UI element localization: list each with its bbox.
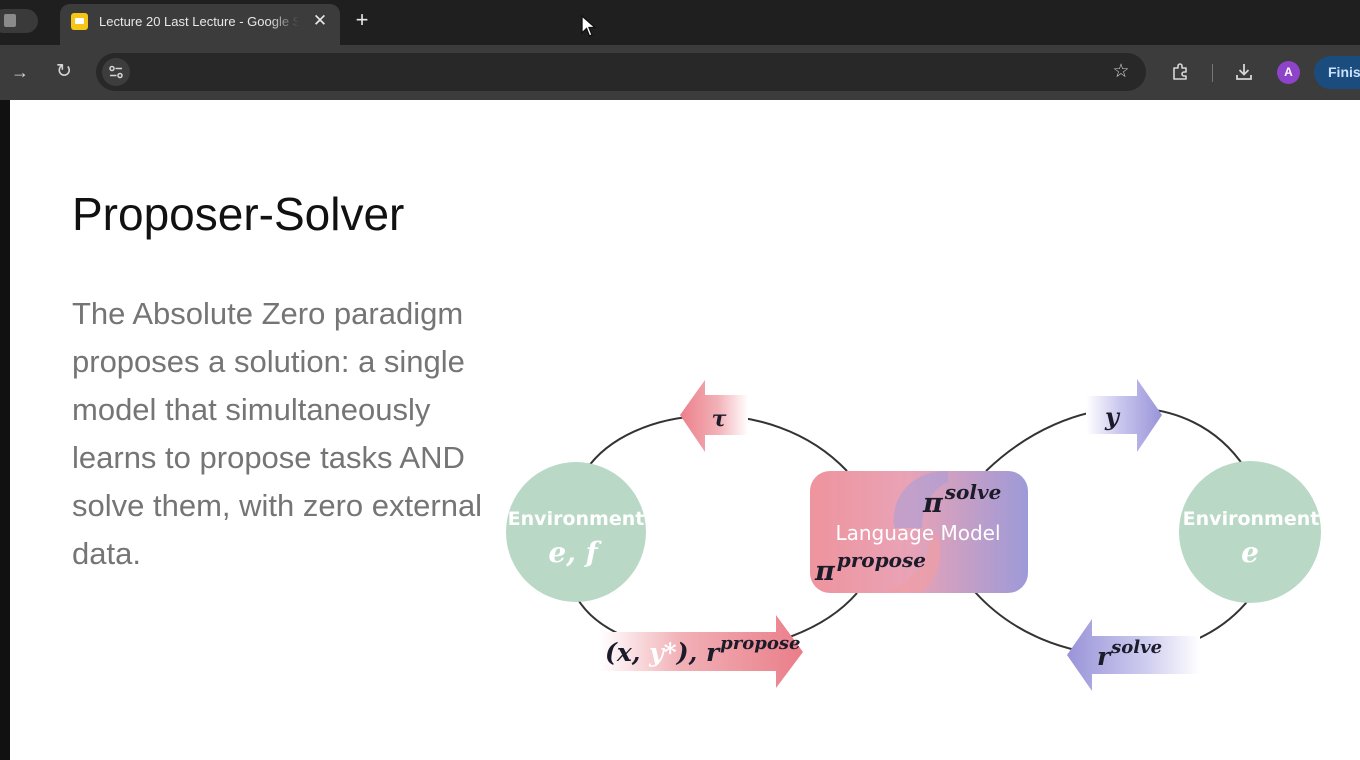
profile-icon [4,14,16,27]
account-avatar[interactable]: A [1277,61,1300,84]
solve-reward-label: rsolve [1097,637,1162,671]
toolbar-divider [1212,64,1213,82]
left-environment-node [506,462,646,602]
pi-solve-superscript: solve [944,480,1002,504]
slide-title: Proposer-Solver [72,188,405,240]
tab-title: Lecture 20 Last Lecture - Google Slides [99,14,299,29]
left-environment-label: Environment [508,508,645,530]
r-solve-r: r [1097,642,1112,671]
new-tab-button[interactable]: + [355,7,369,32]
pi-propose-superscript: propose [837,548,926,572]
solve-reward-arrow [1067,619,1200,691]
slide-body-text: The Absolute Zero paradigm proposes a so… [72,296,483,571]
r-solve-superscript: solve [1110,637,1162,658]
address-bar[interactable]: ☆ [96,53,1146,91]
browser-tab[interactable]: Lecture 20 Last Lecture - Google Slides … [60,4,340,45]
propose-reward-arrow [600,615,803,688]
right-environment-label: Environment [1183,508,1320,530]
solve-overlap-arc [893,471,948,528]
slides-favicon-icon [71,13,88,30]
y-symbol: y [1104,402,1121,431]
task-tuple-open: (x, [605,638,649,667]
r-propose-r: r [706,638,721,667]
pi-solve-pi: π [922,488,944,519]
extensions-icon[interactable] [1168,61,1192,83]
r-propose-superscript: propose [720,633,800,654]
task-tuple-ystar: y* [648,638,677,667]
right-environment-node [1179,461,1321,603]
site-info-icon[interactable] [102,58,130,86]
y-arrow [1086,379,1162,452]
right-environment-symbol: e [1241,536,1259,569]
tau-arrow [680,380,748,452]
language-model-label: Language Model [835,521,1000,545]
close-tab-icon[interactable]: ✕ [312,11,328,30]
download-icon[interactable] [1232,61,1256,83]
proposer-solver-diagram: Environment e, f Environment e Language … [506,379,1321,691]
mouse-pointer-icon [581,15,597,37]
task-tuple-close: ), [676,638,706,667]
forward-arrow-icon[interactable]: → [11,62,29,82]
propose-reward-label: (x, y*), rpropose [605,633,800,667]
slide-edge [0,100,10,760]
bookmark-star-icon[interactable]: ☆ [1112,61,1130,82]
tau-symbol: τ [712,406,727,432]
language-model-block [810,471,1028,593]
finish-button[interactable]: Finish [1314,56,1360,89]
tab-strip: Lecture 20 Last Lecture - Google Slides … [0,0,1360,45]
left-environment-symbol: e, f [548,536,602,569]
propose-overlap-arc [885,535,941,592]
tab-search-button[interactable] [0,9,38,33]
browser-toolbar: → ↻ ☆ A Finish [0,45,1360,100]
pi-propose-pi: π [814,556,836,587]
reload-icon[interactable]: ↻ [56,61,72,82]
